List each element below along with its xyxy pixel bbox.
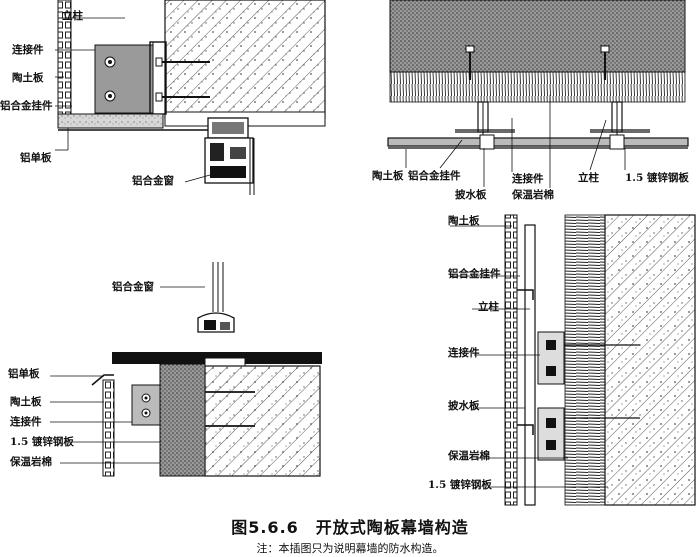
detail-top-left-drawing	[55, 0, 326, 195]
tr-label-column: 立柱	[578, 172, 599, 184]
tl-label-aluminum-window: 铝合金窗	[132, 175, 174, 187]
br-label-ceramic-panel: 陶土板	[448, 215, 480, 227]
figure-note: 注：本插图只为说明幕墙的防水构造。	[256, 542, 444, 555]
tr-label-rock-wool: 保温岩棉	[512, 189, 554, 201]
bl-label-aluminum-window: 铝合金窗	[112, 281, 154, 293]
detail-top-right-drawing	[387, 0, 689, 188]
tl-label-aluminum-hanger: 铝合金挂件	[0, 100, 53, 112]
detail-bottom-left-drawing	[50, 262, 322, 477]
bl-label-galvanized-sheet: 1.5 镀锌钢板	[10, 436, 74, 448]
br-label-column: 立柱	[478, 301, 499, 313]
br-label-connector: 连接件	[448, 347, 480, 359]
br-label-flashing: 披水板	[448, 400, 480, 412]
bl-label-connector: 连接件	[10, 416, 42, 428]
bl-label-ceramic-panel: 陶土板	[10, 396, 42, 408]
detail-bottom-right-drawing	[450, 214, 696, 506]
tr-label-connector: 连接件	[512, 173, 544, 185]
bl-label-aluminum-sheet: 铝单板	[8, 368, 40, 380]
br-label-rock-wool: 保温岩棉	[448, 450, 490, 462]
tl-label-ceramic-panel: 陶土板	[12, 72, 44, 84]
br-label-aluminum-hanger: 铝合金挂件	[448, 268, 501, 280]
tr-label-flashing: 披水板	[455, 189, 487, 201]
tl-label-connector: 连接件	[12, 44, 44, 56]
tl-label-column: 立柱	[62, 10, 83, 22]
figure-title: 图5.6.6 开放式陶板幕墙构造	[231, 518, 469, 537]
tr-label-aluminum-hanger: 铝合金挂件	[408, 170, 461, 182]
tl-label-aluminum-sheet: 铝单板	[20, 152, 52, 164]
tr-label-ceramic-panel: 陶土板	[372, 170, 404, 182]
br-label-galvanized-sheet: 1.5 镀锌钢板	[428, 479, 492, 491]
bl-label-rock-wool: 保温岩棉	[10, 456, 52, 468]
tr-label-galvanized-sheet: 1.5 镀锌钢板	[625, 172, 689, 184]
